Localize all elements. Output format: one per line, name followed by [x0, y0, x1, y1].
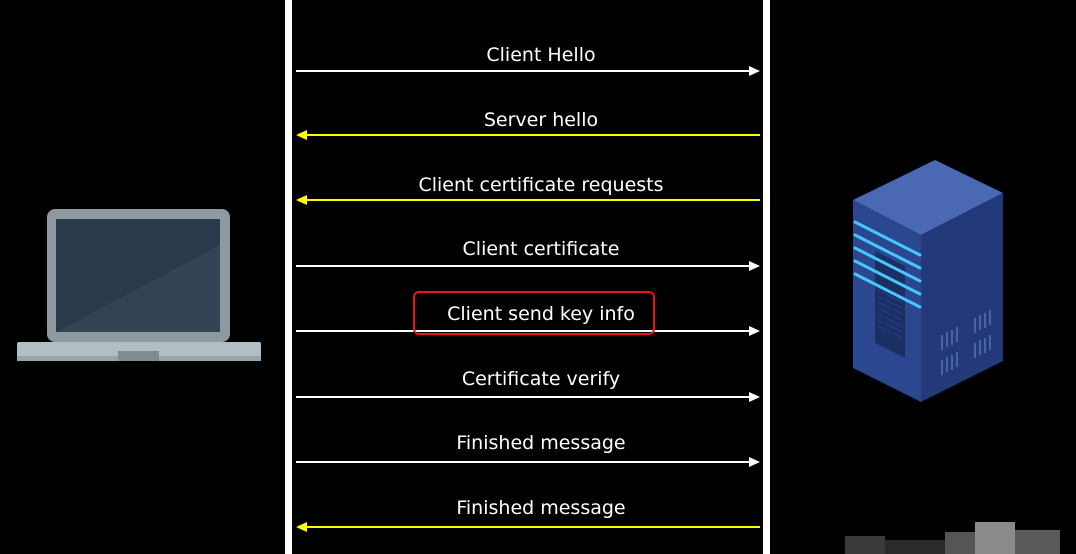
message-label-certificate-verify: Certificate verify [461, 368, 621, 390]
arrowhead-1 [296, 130, 307, 140]
message-arrow-6 [296, 457, 760, 467]
blurred-watermark-3 [945, 532, 975, 554]
blurred-watermark-4 [975, 522, 1015, 554]
message-label-client-certificate-requests: Client certificate requests [418, 174, 664, 196]
message-label-client-hello: Client Hello [486, 44, 596, 66]
blurred-watermark-2 [885, 540, 945, 554]
arrowhead-5 [749, 392, 760, 402]
message-label-server-hello: Server hello [483, 109, 599, 131]
message-arrow-1 [296, 130, 760, 140]
message-arrow-2 [296, 195, 760, 205]
arrowhead-6 [749, 457, 760, 467]
client-lifeline [285, 0, 292, 554]
message-arrow-5 [296, 392, 760, 402]
message-arrow-3 [296, 261, 760, 271]
message-arrow-7 [296, 522, 760, 532]
message-arrow-0 [296, 66, 760, 76]
arrowhead-2 [296, 195, 307, 205]
message-label-client-certificate: Client certificate [462, 238, 620, 260]
message-label-finished-message-server: Finished message [456, 497, 626, 519]
blurred-watermark-5 [1015, 530, 1060, 554]
arrowhead-4 [749, 326, 760, 336]
message-label-finished-message-client: Finished message [456, 432, 626, 454]
arrowhead-7 [296, 522, 307, 532]
arrowhead-3 [749, 261, 760, 271]
server-lifeline [763, 0, 770, 554]
message-label-client-send-key-info: Client send key info [447, 303, 635, 325]
arrowhead-0 [749, 66, 760, 76]
highlight-box [413, 291, 655, 335]
message-arrow-4 [296, 326, 760, 336]
blurred-watermark [845, 536, 885, 554]
